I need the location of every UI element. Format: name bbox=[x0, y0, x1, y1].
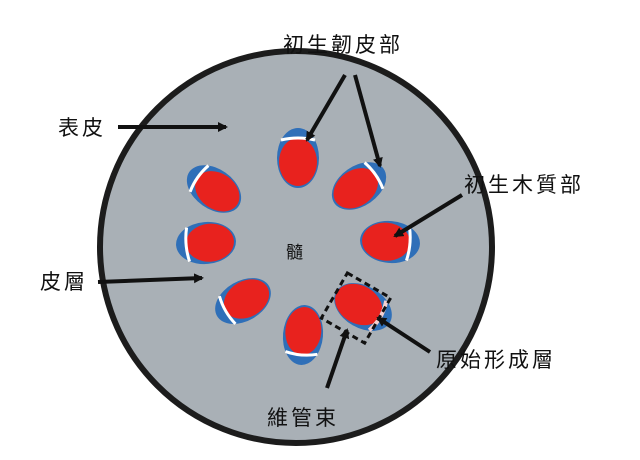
vascular-bundle bbox=[186, 164, 242, 213]
label-primary-xylem: 初生木質部 bbox=[464, 173, 584, 197]
arrow-vascular-bundle bbox=[325, 328, 350, 389]
epidermis-outline bbox=[97, 48, 495, 446]
arrow-phloem-to-top-bundle bbox=[305, 73, 347, 142]
arrow-xylem bbox=[393, 193, 464, 238]
label-primary-phloem: 初生韌皮部 bbox=[283, 33, 403, 57]
stem-cross-section bbox=[97, 48, 495, 446]
label-procambium: 原始形成層 bbox=[436, 348, 556, 372]
vascular-bundle bbox=[331, 161, 387, 210]
vascular-bundle bbox=[215, 278, 271, 325]
label-pith: 髓 bbox=[286, 243, 303, 263]
label-arrows bbox=[97, 73, 464, 389]
label-epidermis: 表皮 bbox=[58, 116, 106, 140]
label-vascular-bundle: 維管束 bbox=[267, 406, 339, 430]
arrow-cortex bbox=[97, 273, 204, 284]
vascular-bundle bbox=[282, 305, 324, 365]
arrow-phloem-to-right-bundle bbox=[353, 74, 383, 168]
label-cortex: 皮層 bbox=[40, 270, 88, 294]
vascular-bundle bbox=[277, 128, 319, 188]
vascular-bundle bbox=[176, 221, 236, 265]
arrow-procambium bbox=[376, 316, 432, 354]
